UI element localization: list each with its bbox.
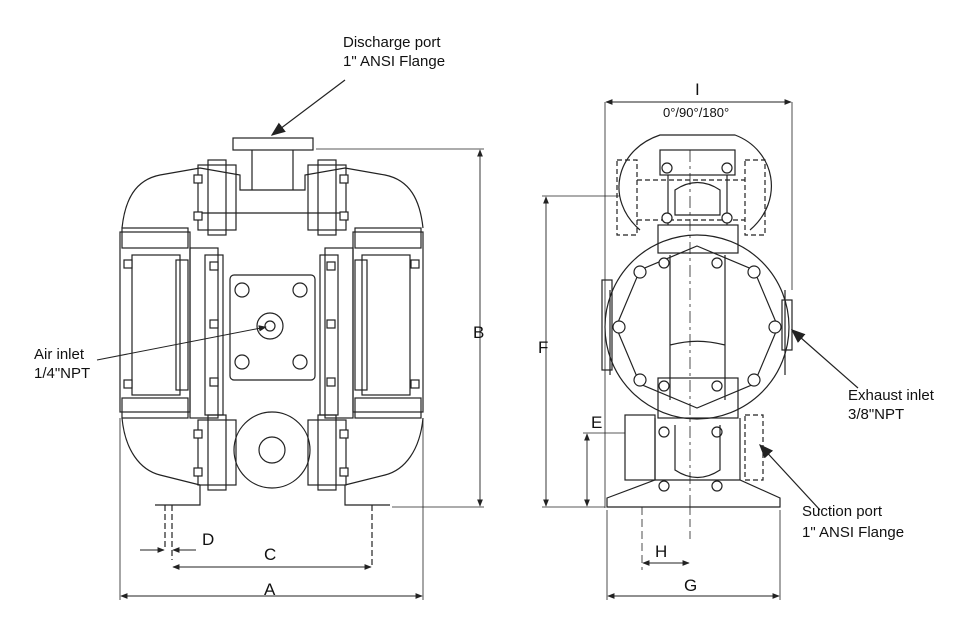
dimension-i-label: I	[695, 80, 700, 99]
front-view	[96, 79, 484, 600]
discharge-port-label-line2: 1" ANSI Flange	[343, 53, 446, 70]
rotation-angles-label: 0°/90°/180°	[663, 105, 730, 120]
discharge-flange	[232, 137, 314, 151]
exhaust-inlet-label-line2: 3/8"NPT	[848, 406, 905, 423]
suction-port-label-line2: 1" ANSI Flange	[802, 524, 905, 541]
dimension-a-label: A	[264, 580, 276, 599]
exhaust-inlet-label-line1: Exhaust inlet	[848, 387, 934, 404]
dimension-f-label: F	[538, 338, 549, 357]
top-manifold	[121, 167, 424, 229]
bottom-manifold	[121, 417, 424, 490]
suction-port-label-line1: Suction port	[802, 503, 883, 520]
dimension-c-label: C	[264, 545, 277, 564]
dimension-b-label: B	[473, 323, 485, 342]
discharge-port-label-line1: Discharge port	[343, 34, 441, 51]
dimension-d-label: D	[202, 530, 215, 549]
dimension-h-label: H	[655, 542, 668, 561]
center-air-block	[229, 274, 316, 381]
side-view	[542, 99, 859, 600]
air-inlet-label-line1: Air inlet	[34, 346, 85, 363]
rotating-flange-outline	[618, 134, 772, 231]
suction-port-front	[233, 411, 311, 489]
dimension-e-label: E	[591, 413, 603, 432]
base-plate	[606, 479, 781, 508]
main-housing	[609, 290, 786, 375]
dimension-g-label: G	[684, 576, 698, 595]
air-inlet-label-line2: 1/4"NPT	[34, 365, 91, 382]
